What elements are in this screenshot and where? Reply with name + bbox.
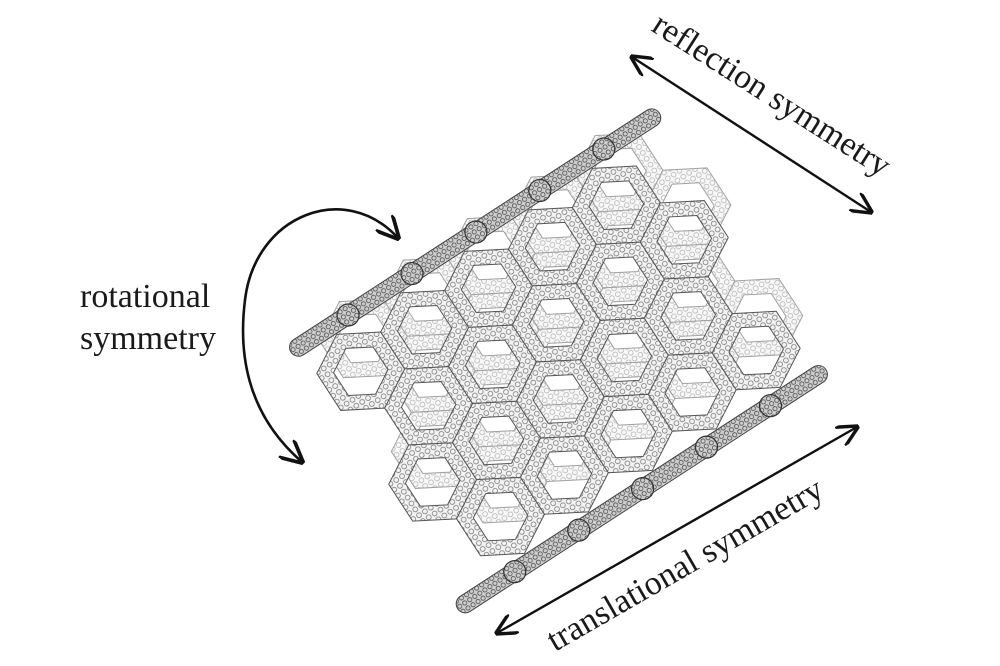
reflection-arrow: [632, 57, 871, 212]
rotational-arrow: [241, 208, 398, 462]
lattice-junction-sphere: [400, 261, 424, 286]
translational-arrow: [497, 427, 857, 633]
lattice-junction-sphere: [464, 220, 488, 244]
lattice-junction-sphere: [592, 137, 616, 161]
lattice-hex-cell: [711, 310, 801, 391]
rotational-label-line2: symmetry: [80, 320, 216, 357]
rotational-label-line1: rotational: [80, 278, 210, 315]
lattice-junction-sphere: [758, 394, 783, 418]
lattice-junction-sphere: [528, 178, 552, 203]
reflection-label: reflection symmetry: [646, 6, 898, 185]
